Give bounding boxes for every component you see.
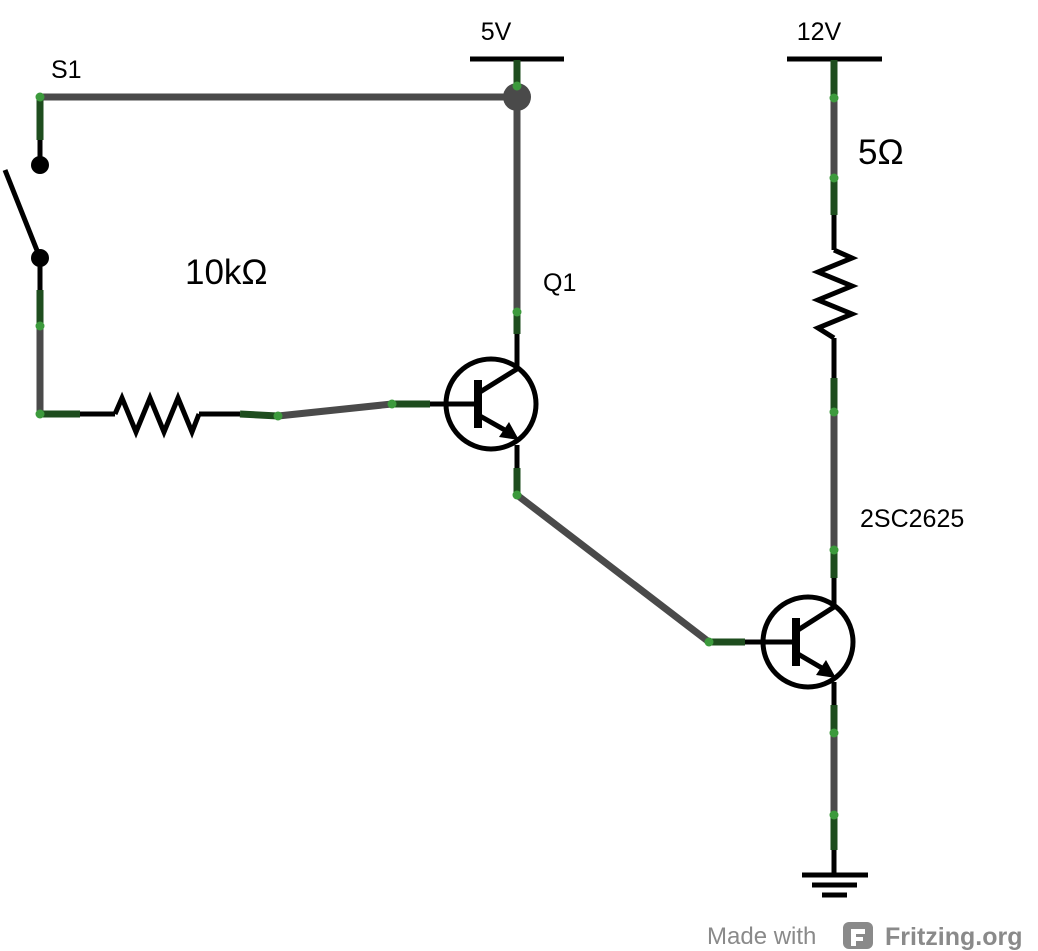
label-q1: Q1 <box>543 269 576 297</box>
label-5v: 5V <box>481 18 512 46</box>
switch-s1 <box>2 97 49 326</box>
fritzing-logo-icon <box>843 922 873 949</box>
wire-resistor-to-q1-base <box>277 400 393 420</box>
resistor-10k <box>40 391 279 439</box>
watermark-brand: Fritzing.org <box>885 923 1022 951</box>
watermark-made-with: Made with <box>707 923 816 950</box>
ground-symbol <box>802 815 868 898</box>
wire-q1-emitter-to-q2-base <box>514 492 712 645</box>
resistor-5ohm <box>811 178 859 412</box>
transistor-q1 <box>392 312 539 495</box>
label-s1: S1 <box>51 56 82 84</box>
label-12v: 12V <box>797 18 842 46</box>
label-10k: 10kΩ <box>185 253 268 292</box>
transistor-2sc2625 <box>709 550 856 733</box>
fritzing-watermark: Made with Fritzing.org <box>707 922 1022 951</box>
label-5ohm: 5Ω <box>858 133 904 172</box>
label-2sc2625: 2SC2625 <box>860 505 964 533</box>
supply-12v <box>787 56 882 98</box>
junction-dot <box>503 83 531 111</box>
connection-pins <box>35 81 839 820</box>
